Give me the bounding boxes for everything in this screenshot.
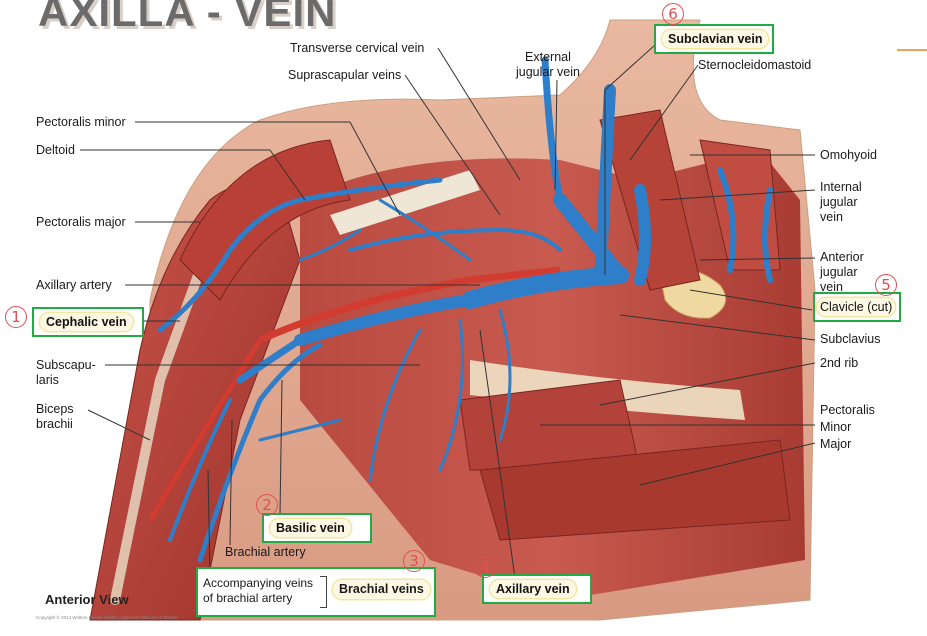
label-accompanying-veins: Accompanying veins of brachial artery [203,576,314,605]
label-external-jugular-vein: External jugular vein [516,50,580,79]
label-axillary-artery: Axillary artery [36,278,112,292]
axillary-vein-text: Axillary vein [490,580,576,598]
annotation-4: 4 [474,556,496,578]
cephalic-vein-text: Cephalic vein [40,313,133,331]
axillary-artery-path [258,266,561,344]
label-anterior-jugular-vein: Anterior jugular vein [820,250,864,294]
label-brachial-artery: Brachial artery [225,545,306,559]
subclavian-vein-text: Subclavian vein [662,30,769,48]
basilic-vein-text: Basilic vein [270,519,351,537]
label-2nd-rib: 2nd rib [820,356,859,370]
boxed-label-basilic-vein: Basilic vein [262,513,372,543]
label-deltoid: Deltoid [36,143,75,157]
label-sternocleidomastoid: Sternocleidomastoid [698,58,812,72]
label-biceps-brachii: Biceps brachii [36,402,74,431]
boxed-label-clavicle: Clavicle (cut) [813,292,901,322]
pectoralis-major-block [479,439,791,541]
slide-title-shadow: AXILLA - VEIN [41,0,340,38]
label-transverse-cervical-vein: Transverse cervical vein [290,41,425,55]
copyright-text: Copyright © 2014 Wolters Kluwer Health |… [36,615,178,620]
label-brachial-veins: Brachial veins [333,580,430,599]
label-subclavius: Subclavius [820,332,881,346]
label-internal-jugular-vein: Internal jugular vein [820,180,862,224]
view-title: Anterior View [45,592,129,607]
label-subscapularis: Subscapu- laris [36,358,96,387]
label-pectoralis-major: Pectoralis major [36,215,126,229]
boxed-label-cephalic-vein: Cephalic vein [32,307,144,337]
boxed-label-axillary-vein: Axillary vein [482,574,592,604]
pectoralis-minor-tendon [330,170,480,235]
clavicle-text: Clavicle (cut) [817,298,896,316]
label-suprascapular-veins: Suprascapular veins [288,68,402,82]
leader-lines [80,44,816,579]
label-omohyoid: Omohyoid [820,148,877,162]
slide-title: AXILLA - VEIN [38,0,337,35]
annotation-6: 6 [662,3,684,25]
accent-line [897,49,927,51]
sternocleidomastoid-muscle [599,109,701,291]
label-pectoralis-minor: Pectoralis minor [36,115,126,129]
bracket [320,576,327,608]
label-pectoralis-group: Pectoralis Minor Major [820,403,875,451]
brachial-artery-path [147,338,263,522]
annotation-3: 3 [403,550,425,572]
boxed-label-subclavian-vein: Subclavian vein [654,24,774,54]
annotation-5: 5 [875,274,897,296]
annotation-1: 1 [5,306,27,328]
annotation-2: 2 [256,494,278,516]
